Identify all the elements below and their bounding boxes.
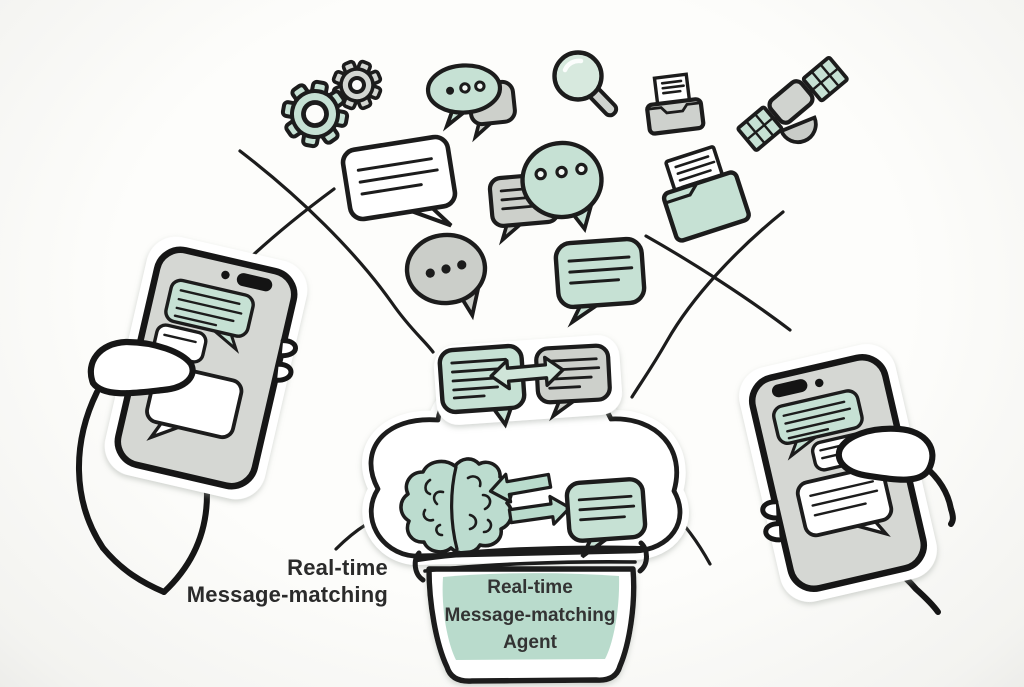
speech-bubble-white-icon <box>340 134 458 228</box>
finger-tips <box>760 499 783 543</box>
agent-basket-label: Real-time Message-matching Agent <box>444 577 616 654</box>
chat-dots-pair-icon <box>425 63 517 143</box>
agent-basket <box>412 540 649 684</box>
finger-tips <box>274 338 298 383</box>
arc-right-big <box>630 210 785 399</box>
folder-document-icon <box>661 145 751 243</box>
arc-right-short <box>644 234 792 332</box>
speech-bubble-dots-gray-icon <box>404 232 488 321</box>
phone-in-hand-left <box>76 236 308 595</box>
satellite-dish <box>778 115 818 145</box>
satellite-panel-left <box>736 105 784 152</box>
left-caption: Real-time Message-matching <box>186 555 388 607</box>
thumb <box>87 338 196 397</box>
speech-bubble-lines-green-icon <box>553 236 647 328</box>
satellite-icon <box>736 55 849 152</box>
brain-bubble-arrows-icon <box>488 472 572 526</box>
message-exchange-arrows-icon <box>489 355 565 391</box>
document-tray-icon <box>645 72 706 136</box>
camera-pill-icon <box>236 273 273 292</box>
brain-icon <box>399 457 514 555</box>
thumb <box>835 425 936 483</box>
message-exchange-sticker <box>433 335 623 429</box>
chat-dots-green-pair-icon <box>487 140 604 246</box>
camera-pill-icon <box>771 379 808 398</box>
camera-dot-icon <box>221 270 230 280</box>
chat-bubble-white-large <box>795 465 894 538</box>
camera-dot-icon <box>815 378 824 388</box>
basket-fill <box>442 573 620 660</box>
satellite-panel-right <box>801 55 849 103</box>
basket-rim <box>412 540 649 583</box>
phone-in-hand-right <box>739 344 956 615</box>
gears-icon <box>280 59 383 149</box>
chat-bubble-green <box>772 389 864 461</box>
chat-bubble-green <box>164 278 255 354</box>
magnifier-icon <box>552 50 619 118</box>
arc-left-short <box>249 187 336 259</box>
satellite-body <box>767 79 815 125</box>
arc-left-big <box>238 149 435 354</box>
